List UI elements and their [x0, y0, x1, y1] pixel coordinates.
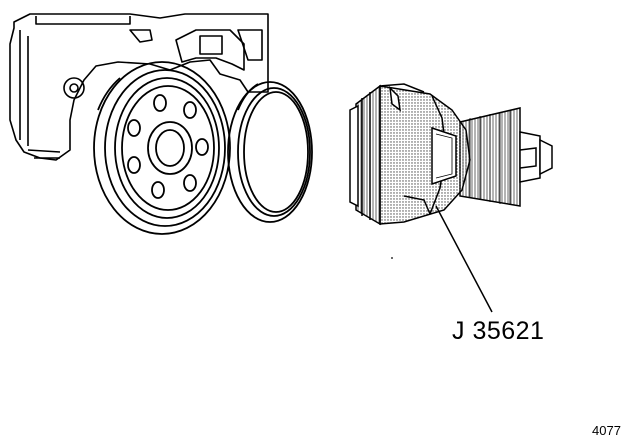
harmonic-balancer-icon	[93, 61, 231, 235]
stray-dot	[391, 257, 393, 259]
figure-number: 4077	[592, 423, 621, 438]
tool-callout-label: J 35621	[452, 317, 545, 345]
callout-leader-line	[435, 205, 493, 313]
seal-installer-tool-icon	[349, 83, 553, 226]
seal-ring-icon	[227, 81, 313, 223]
engine-housing-icon	[9, 13, 269, 161]
